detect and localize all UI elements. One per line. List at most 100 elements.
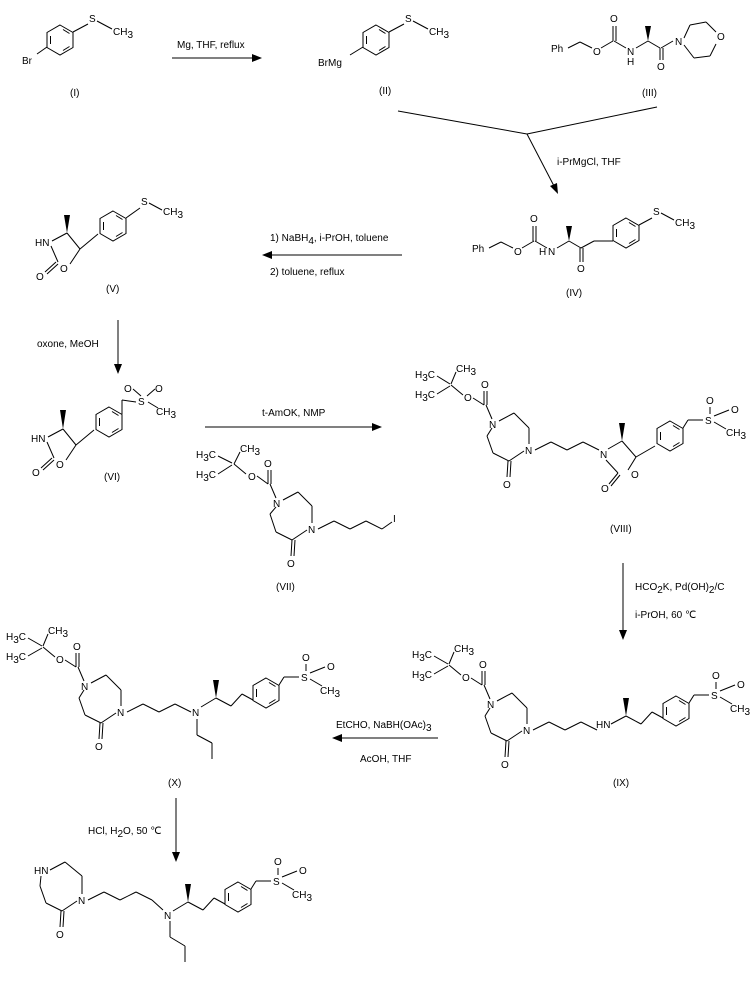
c8-n1-atom: N — [489, 420, 496, 431]
c10-o1-atom: O — [56, 655, 64, 666]
reaction-7-conditions-line-2: AcOH, THF — [360, 754, 411, 765]
compound-8: H3C H3C CH3 O O N N O N O — [415, 364, 746, 535]
c3-n2-atom: N — [675, 37, 682, 48]
c7-h3c2: H3C — [196, 470, 216, 484]
c7-o2-atom: O — [264, 459, 272, 470]
c9-hn-atom: HN — [596, 720, 610, 731]
reaction-5: t-AmOK, NMP — [205, 408, 382, 431]
c6-hn-atom: HN — [31, 434, 45, 445]
c5-o2-atom: O — [60, 264, 68, 275]
c9-os1-atom: O — [712, 671, 720, 682]
c1-br-atom: Br — [22, 56, 33, 67]
c3-n-atom: N — [627, 47, 634, 58]
c7-o3-atom: O — [287, 559, 295, 570]
c2-brmg-atom: BrMg — [318, 58, 342, 69]
c1-label: (I) — [70, 88, 79, 99]
c3-label: (III) — [642, 88, 657, 99]
c10-h3c1: H3C — [6, 632, 26, 646]
c2-s-atom: S — [405, 14, 412, 25]
compound-7: H3C H3C CH3 O O N N O I (VII) — [196, 444, 396, 593]
c7-o1-atom: O — [248, 472, 256, 483]
c8-os2-atom: O — [731, 405, 739, 416]
compound-4: Ph O O N H O S CH3 (IV) — [472, 207, 695, 299]
c10-label: (X) — [168, 778, 181, 789]
reaction-7: EtCHO, NaBH(OAc)3 AcOH, THF — [332, 720, 438, 765]
c10-n3-atom: N — [192, 708, 199, 719]
c4-label: (IV) — [566, 288, 582, 299]
c9-o1-atom: O — [462, 673, 470, 684]
c11-s-atom: S — [273, 877, 280, 888]
c2-label: (II) — [379, 86, 391, 97]
c7-h3c1: H3C — [196, 450, 216, 464]
c4-s-atom: S — [653, 207, 660, 218]
compound-10: H3C H3C CH3 O O N N O N — [6, 626, 340, 789]
reaction-arrow-2 — [526, 133, 555, 187]
compound-1: Br S CH3 (I) — [22, 14, 133, 99]
c10-ch3: CH3 — [48, 626, 68, 640]
c6-o1-atom: O — [32, 468, 40, 479]
c10-s-atom: S — [301, 673, 308, 684]
c10-sch3-group: CH3 — [320, 686, 340, 700]
c8-s-atom: S — [705, 416, 712, 427]
c9-h3c2: H3C — [412, 670, 432, 684]
compound-2: BrMg S CH3 (II) — [318, 14, 449, 97]
reaction-4: oxone, MeOH — [37, 320, 122, 374]
c10-o2-atom: O — [73, 642, 81, 653]
c8-ch3: CH3 — [456, 364, 476, 378]
reaction-6: HCO2K, Pd(OH)2/C i-PrOH, 60 ℃ — [619, 563, 724, 640]
c1-s-atom: S — [89, 14, 96, 25]
reaction-5-conditions: t-AmOK, NMP — [262, 408, 326, 419]
c1-ch3-group: CH3 — [113, 27, 133, 41]
c10-os2-atom: O — [327, 662, 335, 673]
c9-ch3: CH3 — [454, 644, 474, 658]
c8-o3-atom: O — [503, 480, 511, 491]
c6-o2-atom: O — [56, 460, 64, 471]
c8-o1-atom: O — [464, 393, 472, 404]
reaction-8-conditions: HCl, H2O, 50 ℃ — [88, 826, 161, 840]
reaction-3-conditions-line-1: 1) NaBH4, i-PrOH, toluene — [270, 233, 389, 247]
c8-os1-atom: O — [706, 396, 714, 407]
reaction-3-conditions-line-2: 2) toluene, reflux — [270, 267, 345, 278]
c8-n3-atom: N — [600, 450, 607, 461]
c9-os2-atom: O — [737, 680, 745, 691]
c9-sch3-group: CH3 — [730, 704, 750, 718]
c9-s-atom: S — [711, 691, 718, 702]
reaction-3: 1) NaBH4, i-PrOH, toluene 2) toluene, re… — [262, 233, 402, 278]
reaction-2-conditions: i-PrMgCl, THF — [557, 157, 621, 168]
merge-line-right — [526, 106, 658, 135]
c11-n3-atom: N — [164, 911, 171, 922]
reaction-1: Mg, THF, reflux — [172, 40, 262, 62]
c8-sch3-group: CH3 — [726, 428, 746, 442]
c9-o2-atom: O — [479, 660, 487, 671]
c10-o3-atom: O — [95, 742, 103, 753]
c10-os1-atom: O — [302, 653, 310, 664]
compound-6: HN O O S O O CH3 (VI) — [31, 384, 176, 483]
c7-i-atom: I — [393, 514, 396, 525]
reaction-7-conditions-line-1: EtCHO, NaBH(OAc)3 — [336, 720, 432, 734]
c9-label: (IX) — [613, 778, 629, 789]
c3-o1-atom: O — [593, 47, 601, 58]
c5-hn-atom: HN — [35, 238, 49, 249]
c9-n1-atom: N — [487, 700, 494, 711]
c4-o2-atom: O — [530, 214, 538, 225]
c3-h-atom: H — [627, 57, 634, 68]
c6-os2-atom: O — [155, 384, 163, 395]
c3-ph-group: Ph — [551, 44, 563, 55]
c8-label: (VIII) — [610, 524, 632, 535]
c6-label: (VI) — [104, 472, 120, 483]
c9-h3c1: H3C — [412, 650, 432, 664]
reaction-8: HCl, H2O, 50 ℃ — [88, 798, 180, 862]
reaction-1-conditions: Mg, THF, reflux — [177, 40, 245, 51]
c8-o2-atom: O — [481, 380, 489, 391]
c5-label: (V) — [106, 284, 119, 295]
c3-o2-atom: O — [610, 14, 618, 25]
c5-s-atom: S — [141, 197, 148, 208]
c11-n2-atom: N — [78, 896, 85, 907]
compound-9: H3C H3C CH3 O O N N O HN — [412, 644, 750, 789]
c3-o5-atom: O — [717, 32, 725, 43]
c9-o3-atom: O — [501, 760, 509, 771]
c4-ch3-group: CH3 — [675, 218, 695, 232]
reaction-6-conditions-line-2: i-PrOH, 60 ℃ — [635, 610, 696, 621]
c5-ch3-group: CH3 — [163, 207, 183, 221]
c5-o1-atom: O — [36, 272, 44, 283]
